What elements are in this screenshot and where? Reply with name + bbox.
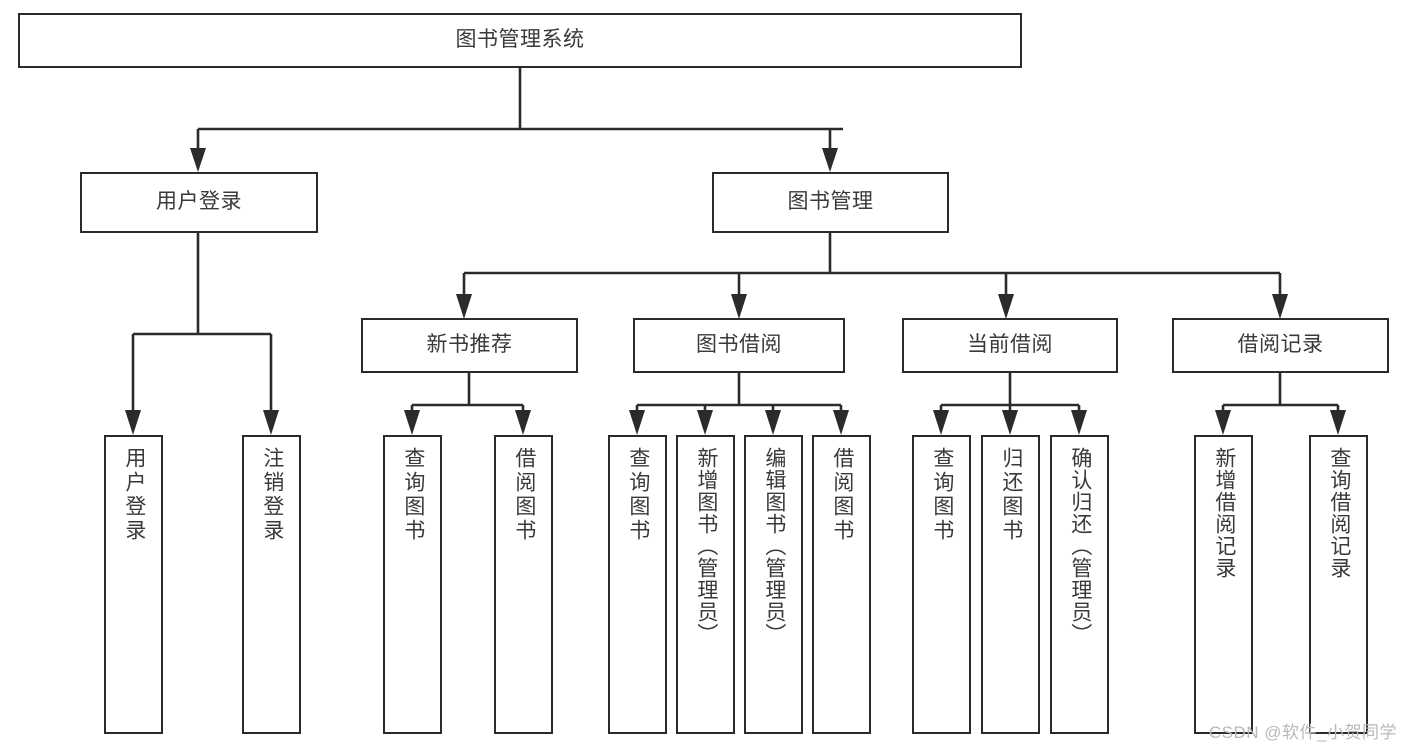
node-leaf-rec-query2-label: 查询借阅记录 — [1327, 447, 1351, 579]
node-leaf-borrow-lend[interactable]: 借阅图书 — [812, 435, 871, 734]
node-leaf-user-login[interactable]: 用户登录 — [104, 435, 163, 734]
connector-bookborrow-to-leaves — [629, 373, 849, 435]
node-current-borrow[interactable]: 当前借阅 — [902, 318, 1118, 373]
node-leaf-rec-borrow[interactable]: 借阅图书 — [494, 435, 553, 734]
node-user-login-label: 用户登录 — [156, 190, 242, 214]
node-book-manage[interactable]: 图书管理 — [712, 172, 949, 233]
node-leaf-rec-query[interactable]: 查询图书 — [383, 435, 442, 734]
connector-bookmanage-to-level3 — [456, 233, 1288, 319]
node-book-manage-label: 图书管理 — [787, 190, 874, 214]
node-book-borrow-label: 图书借阅 — [696, 333, 782, 357]
node-leaf-user-login-label: 用户登录 — [122, 447, 146, 543]
node-leaf-borrow-add-label: 新增图书（管理员） — [694, 447, 718, 645]
node-leaf-borrow-add[interactable]: 新增图书（管理员） — [676, 435, 735, 734]
node-leaf-borrow-edit[interactable]: 编辑图书（管理员） — [744, 435, 803, 734]
node-leaf-rec-query-label: 查询图书 — [401, 447, 425, 543]
node-leaf-rec-query2[interactable]: 查询借阅记录 — [1309, 435, 1368, 734]
node-leaf-borrow-edit-label: 编辑图书（管理员） — [762, 447, 786, 645]
node-leaf-cur-query-label: 查询图书 — [930, 447, 954, 543]
watermark-text: CSDN @软件_小贺同学 — [1208, 723, 1397, 742]
node-leaf-borrow-query[interactable]: 查询图书 — [608, 435, 667, 734]
node-borrow-record[interactable]: 借阅记录 — [1172, 318, 1389, 373]
connector-newbook-to-leaves — [404, 373, 531, 435]
node-leaf-borrow-query-label: 查询图书 — [626, 447, 650, 543]
node-new-book-rec-label: 新书推荐 — [426, 333, 513, 357]
node-leaf-cur-query[interactable]: 查询图书 — [912, 435, 971, 734]
node-leaf-cur-confirm[interactable]: 确认归还（管理员） — [1050, 435, 1109, 734]
node-book-borrow[interactable]: 图书借阅 — [633, 318, 845, 373]
node-leaf-user-logout-label: 注销登录 — [260, 447, 284, 543]
node-leaf-rec-add-label: 新增借阅记录 — [1212, 447, 1236, 579]
connector-userlogin-to-leaves — [125, 233, 279, 435]
node-root[interactable]: 图书管理系统 — [18, 13, 1022, 68]
node-leaf-rec-add[interactable]: 新增借阅记录 — [1194, 435, 1253, 734]
node-leaf-cur-return-label: 归还图书 — [999, 447, 1023, 543]
node-root-label: 图书管理系统 — [455, 28, 585, 52]
node-leaf-cur-confirm-label: 确认归还（管理员） — [1068, 447, 1092, 645]
node-leaf-cur-return[interactable]: 归还图书 — [981, 435, 1040, 734]
node-current-borrow-label: 当前借阅 — [967, 333, 1053, 357]
node-leaf-user-logout[interactable]: 注销登录 — [242, 435, 301, 734]
node-user-login[interactable]: 用户登录 — [80, 172, 318, 233]
connector-root-to-level2 — [190, 68, 843, 172]
node-leaf-rec-borrow-label: 借阅图书 — [512, 447, 536, 543]
connector-borrowrecord-to-leaves — [1215, 373, 1346, 435]
node-borrow-record-label: 借阅记录 — [1237, 333, 1324, 357]
node-new-book-rec[interactable]: 新书推荐 — [361, 318, 578, 373]
connector-currentborrow-to-leaves — [933, 373, 1087, 435]
node-leaf-borrow-lend-label: 借阅图书 — [830, 447, 854, 543]
